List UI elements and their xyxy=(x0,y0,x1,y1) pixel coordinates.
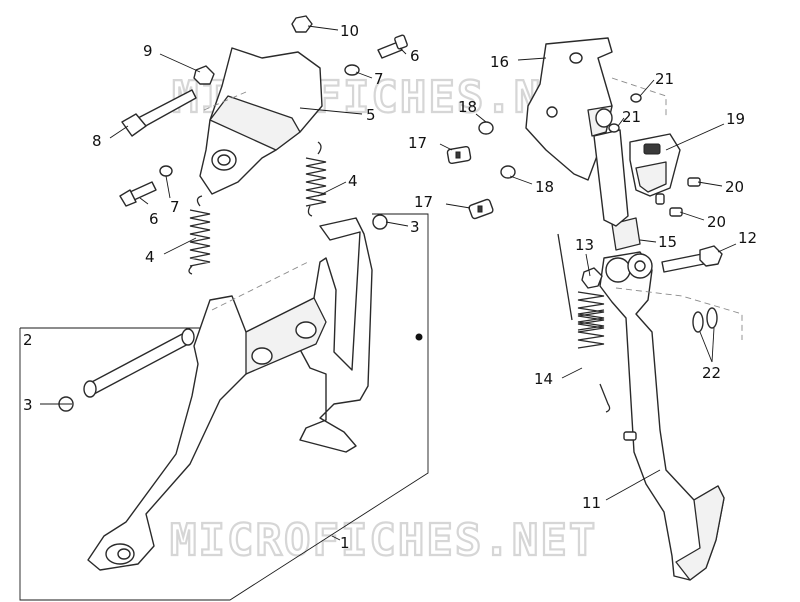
callout-4-left: 4 xyxy=(145,248,155,266)
callout-10: 10 xyxy=(340,22,359,40)
callout-6-top: 6 xyxy=(410,47,420,65)
part-16-bracket xyxy=(525,37,613,181)
callout-20-top: 20 xyxy=(725,178,744,196)
callout-9: 9 xyxy=(143,42,153,60)
part-13-nut xyxy=(581,267,603,289)
part-12-pivot-bolt xyxy=(661,245,723,273)
callout-18-top: 18 xyxy=(458,98,477,116)
part-18-washer-lower xyxy=(500,165,516,179)
callout-14: 14 xyxy=(534,370,553,388)
part-7-washer-lower xyxy=(159,165,173,177)
part-7-washer-top xyxy=(344,64,360,76)
callout-21-lower: 21 xyxy=(622,108,641,126)
bracket-dot xyxy=(415,333,423,341)
callout-15: 15 xyxy=(658,233,677,251)
callout-4-right: 4 xyxy=(348,172,358,190)
part-14-spring xyxy=(557,233,611,413)
part-17-screw-lower xyxy=(468,198,494,220)
part-18-washer-upper xyxy=(478,121,494,135)
callout-11: 11 xyxy=(582,494,601,512)
part-22-ring-right xyxy=(706,307,718,329)
callout-21-top: 21 xyxy=(655,70,674,88)
callout-22: 22 xyxy=(702,364,721,382)
part-9-nut xyxy=(193,65,215,85)
callout-12: 12 xyxy=(738,229,757,247)
callout-17-lower: 17 xyxy=(414,193,433,211)
watermark-bottom: MICROFICHES.NET xyxy=(170,515,597,566)
part-4-spring-right xyxy=(305,141,327,217)
callout-1: 1 xyxy=(340,534,350,552)
callout-3-left: 3 xyxy=(23,396,33,414)
part-20-screw-lower xyxy=(669,207,683,217)
callout-8: 8 xyxy=(92,132,102,150)
callout-19: 19 xyxy=(726,110,745,128)
callout-20-lower: 20 xyxy=(707,213,726,231)
part-15-block xyxy=(611,217,641,251)
part-6-bolt-lower xyxy=(119,181,157,207)
part-1-center-stand xyxy=(87,217,373,571)
part-8-long-bolt xyxy=(121,89,197,137)
part-17-screw-upper xyxy=(446,145,472,165)
part-5-housing xyxy=(199,47,323,195)
part-21-washer-lower xyxy=(608,123,620,133)
callout-13: 13 xyxy=(575,236,594,254)
part-11-side-stand xyxy=(593,129,725,581)
callout-2: 2 xyxy=(23,331,33,349)
part-10-nut xyxy=(291,15,313,33)
callout-17-top: 17 xyxy=(408,134,427,152)
group-bracket-1 xyxy=(19,213,429,601)
part-6-bolt-top xyxy=(377,34,408,59)
callout-7-top: 7 xyxy=(374,70,384,88)
callout-6-lower: 6 xyxy=(149,210,159,228)
callout-3-top: 3 xyxy=(410,218,420,236)
callout-5: 5 xyxy=(366,106,376,124)
callout-18-lower: 18 xyxy=(535,178,554,196)
part-3-clip-top xyxy=(372,214,388,230)
callout-16: 16 xyxy=(490,53,509,71)
part-19-switch xyxy=(629,133,681,205)
part-4-spring-left xyxy=(188,195,211,275)
callout-7-lower: 7 xyxy=(170,198,180,216)
part-22-ring-left xyxy=(692,311,704,333)
part-21-washer-upper xyxy=(630,93,642,103)
part-2-pin xyxy=(83,328,195,398)
